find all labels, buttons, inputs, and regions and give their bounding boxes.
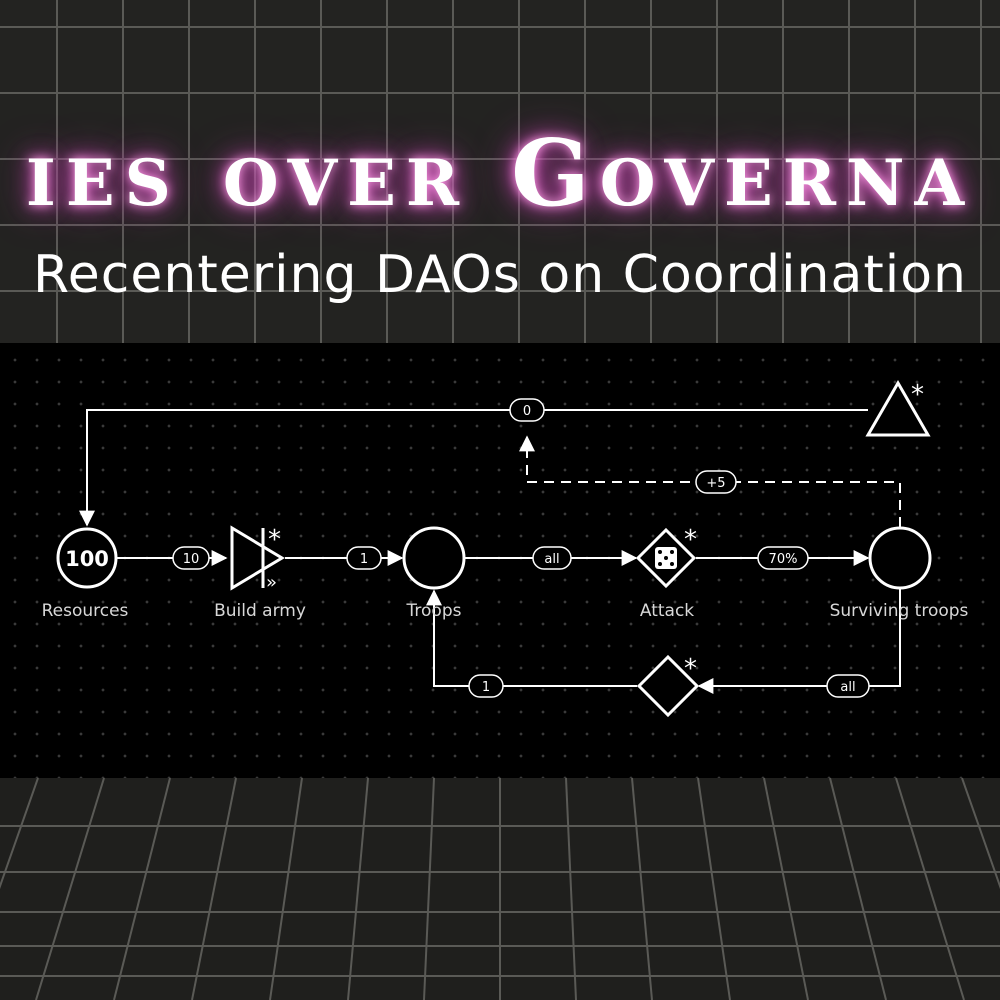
chip-attack-surviving: 70% xyxy=(757,546,809,570)
chip-text: 70% xyxy=(769,552,798,567)
troops-label: Troops xyxy=(406,601,462,621)
bottom-gate: * xyxy=(636,654,700,718)
troops-pool: Troops xyxy=(402,526,466,621)
attack-star-icon: * xyxy=(684,525,697,555)
build-army-auto-icon: » xyxy=(266,572,277,593)
bottom-gate-star-icon: * xyxy=(684,654,697,684)
diagram-board: 10 1 all 70% 0 +5 all 1 xyxy=(0,343,1000,778)
chip-build-troops: 1 xyxy=(346,546,382,570)
resources-value: 100 xyxy=(65,547,109,571)
edge-surviving-to-gate xyxy=(697,589,901,694)
edge-gate-to-troops xyxy=(426,589,637,687)
chip-top-feedback: 0 xyxy=(509,398,545,422)
build-army-label: Build army xyxy=(214,601,306,621)
page-title: ies over Governa xyxy=(25,119,975,227)
chip-resources-build: 10 xyxy=(172,546,210,570)
attack-label: Attack xyxy=(640,601,694,621)
chip-text: all xyxy=(544,552,559,567)
resources-pool: 100 Resources xyxy=(42,527,129,621)
chip-gate-to-troops: 1 xyxy=(468,674,504,698)
chip-text: all xyxy=(840,680,855,695)
dice-icon xyxy=(655,547,677,569)
chip-text: 10 xyxy=(183,552,200,567)
chip-surviving-to-gate: all xyxy=(826,674,870,698)
edge-top-feedback xyxy=(79,409,868,527)
build-army-star-icon: * xyxy=(268,525,281,555)
surviving-troops-pool: Surviving troops xyxy=(830,526,969,621)
chip-troops-attack: all xyxy=(532,546,572,570)
surviving-troops-label: Surviving troops xyxy=(830,601,969,621)
build-army-converter: * » Build army xyxy=(214,525,306,621)
edge-surviving-to-top xyxy=(519,435,901,527)
page-subtitle: Recentering DAOs on Coordination xyxy=(33,245,967,305)
end-condition-star-icon: * xyxy=(911,380,924,410)
resources-label: Resources xyxy=(42,601,129,621)
chip-text: 1 xyxy=(360,552,368,567)
chip-text: 0 xyxy=(523,404,531,419)
chip-text: 1 xyxy=(482,680,490,695)
chip-surviving-to-top: +5 xyxy=(695,470,737,494)
chip-text: +5 xyxy=(706,476,725,491)
floor-grid xyxy=(0,778,1000,1000)
attack-gate: * Attack xyxy=(635,525,697,621)
end-condition-triangle: * xyxy=(865,379,931,437)
